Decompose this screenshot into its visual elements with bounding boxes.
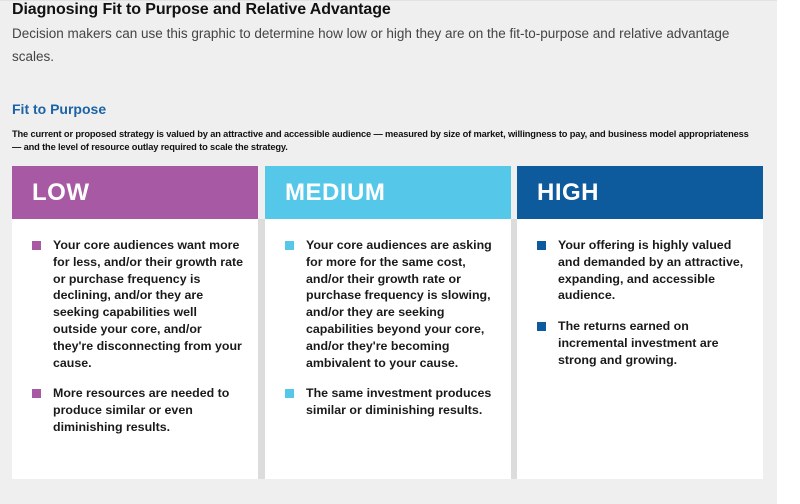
list-item-text: The returns earned on incremental invest… (558, 319, 719, 367)
page-subtitle: Decision makers can use this graphic to … (12, 26, 730, 64)
list-item: Your offering is highly valued and deman… (537, 237, 749, 304)
list-item-text: Your core audiences want more for less, … (53, 238, 244, 370)
column-header-medium: MEDIUM (265, 166, 511, 219)
column-header-low: LOW (12, 166, 258, 219)
list-item-text: The same investment produces similar or … (306, 386, 492, 418)
list-item: More resources are needed to produce sim… (32, 385, 244, 435)
section-description: The current or proposed strategy is valu… (12, 129, 749, 152)
list-item-text: More resources are needed to produce sim… (53, 386, 230, 434)
list-item: The returns earned on incremental invest… (537, 318, 749, 368)
column-medium: MEDIUM Your core audiences are asking fo… (265, 166, 518, 479)
column-header-high: HIGH (517, 166, 763, 219)
list-item: Your core audiences are asking for more … (285, 237, 497, 371)
square-bullet-icon (285, 389, 294, 399)
square-bullet-icon (32, 389, 41, 399)
list-item-text: Your core audiences are asking for more … (306, 238, 492, 370)
column-high: HIGH Your offering is highly valued and … (517, 166, 763, 479)
square-bullet-icon (32, 241, 41, 250)
content-panel: Diagnosing Fit to Purpose and Relative A… (0, 0, 777, 504)
page-title: Diagnosing Fit to Purpose and Relative A… (12, 1, 391, 18)
list-item: The same investment produces similar or … (285, 385, 497, 419)
square-bullet-icon (537, 241, 546, 250)
section-title: Fit to Purpose (12, 101, 107, 117)
square-bullet-icon (285, 241, 294, 250)
column-divider (258, 219, 265, 479)
column-low: LOW Your core audiences want more for le… (12, 166, 265, 479)
list-item: Your core audiences want more for less, … (32, 237, 244, 371)
list-item-text: Your offering is highly valued and deman… (558, 238, 744, 303)
column-divider (511, 219, 518, 479)
square-bullet-icon (537, 322, 546, 332)
